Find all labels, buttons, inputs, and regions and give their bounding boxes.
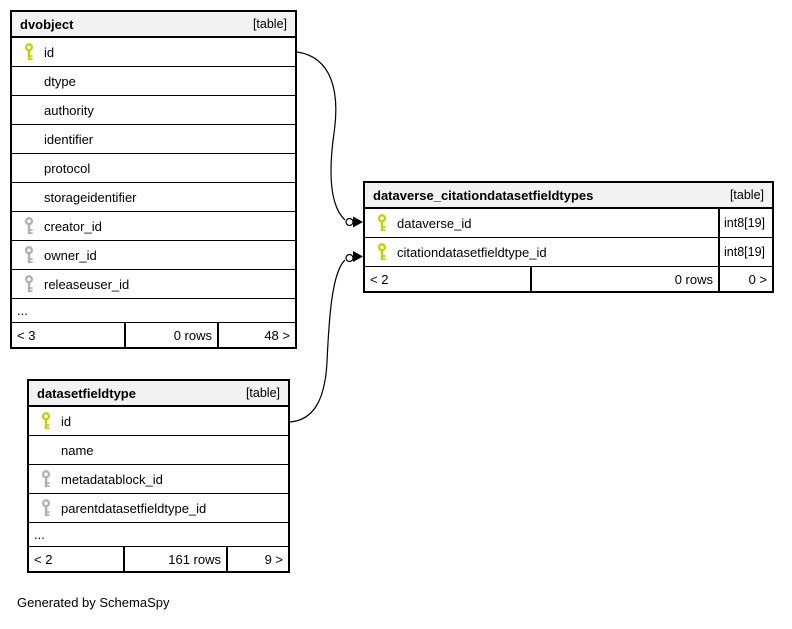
- primary-key-icon: [377, 214, 387, 232]
- foreign-key-icon: [41, 499, 51, 517]
- column-row-name: name: [29, 436, 288, 465]
- generated-by-note: Generated by SchemaSpy: [17, 595, 170, 610]
- column-row-identifier: identifier: [12, 125, 295, 154]
- column-row-authority: authority: [12, 96, 295, 125]
- key-icon-spacer: [24, 159, 34, 177]
- column-row-id: id: [29, 407, 288, 436]
- foreign-key-icon: [24, 246, 34, 264]
- footer-row-count: 0 rows: [532, 267, 720, 291]
- column-label: id: [44, 44, 55, 60]
- table-header[interactable]: datasetfieldtype [table]: [29, 381, 288, 407]
- primary-key-icon: [24, 43, 34, 61]
- column-row-dtype: dtype: [12, 67, 295, 96]
- footer-related-left: < 2: [29, 547, 125, 571]
- footer-row-count: 0 rows: [126, 323, 219, 347]
- column-row-id: id: [12, 38, 295, 67]
- foreign-key-icon: [24, 217, 34, 235]
- column-label: id: [61, 413, 72, 429]
- column-row-protocol: protocol: [12, 154, 295, 183]
- column-label: identifier: [44, 131, 94, 147]
- column-row-storageidentifier: storageidentifier: [12, 183, 295, 212]
- primary-key-icon: [41, 412, 51, 430]
- column-label: name: [61, 442, 94, 458]
- column-label: releaseuser_id: [44, 276, 130, 292]
- relationship-connector-datasetfieldtype-to-dataverse: [289, 251, 363, 423]
- column-label: citationdatasetfieldtype_id: [397, 244, 547, 260]
- column-row-releaseuser_id: releaseuser_id: [12, 270, 295, 299]
- column-label: owner_id: [44, 247, 97, 263]
- key-icon-spacer: [24, 188, 34, 206]
- table-type-tag: [table]: [729, 188, 764, 202]
- table-header[interactable]: dvobject [table]: [12, 12, 295, 38]
- table-name: dvobject: [20, 16, 74, 32]
- table-datasetfieldtype: datasetfieldtype [table] id name metadatablo…: [27, 379, 290, 573]
- column-row-creator_id: creator_id: [12, 212, 295, 241]
- footer-related-right: 9 >: [264, 551, 283, 567]
- table-name: dataverse_citationdatasetfieldtypes: [373, 187, 594, 203]
- relationship-connector-dvobject-to-dataverse: [296, 51, 363, 228]
- hidden-columns-ellipsis: ...: [12, 299, 295, 323]
- key-icon-spacer: [41, 441, 51, 459]
- table-type-tag: [table]: [252, 17, 287, 31]
- footer-related-right: 48 >: [264, 327, 290, 343]
- foreign-key-icon: [24, 275, 34, 293]
- table-dataverse_citationdatasetfieldtypes: dataverse_citationdatasetfieldtypes [tabl…: [363, 181, 774, 293]
- footer-related-left: < 3: [12, 323, 126, 347]
- key-icon-spacer: [24, 101, 34, 119]
- key-icon-spacer: [24, 72, 34, 90]
- column-row-dataverse_id: dataverse_id int8[19]: [365, 209, 772, 238]
- column-label: metadatablock_id: [61, 471, 163, 487]
- primary-key-icon: [377, 243, 387, 261]
- table-dvobject: dvobject [table] id dtype authority identifie…: [10, 10, 297, 349]
- column-row-metadatablock_id: metadatablock_id: [29, 465, 288, 494]
- footer-related-right: 0 >: [748, 271, 767, 287]
- column-label: dtype: [44, 73, 76, 89]
- table-type-tag: [table]: [245, 386, 280, 400]
- hidden-columns-ellipsis: ...: [29, 523, 288, 547]
- footer-row-count: 161 rows: [125, 547, 228, 571]
- column-label: parentdatasetfieldtype_id: [61, 500, 207, 516]
- key-icon-spacer: [24, 130, 34, 148]
- table-header[interactable]: dataverse_citationdatasetfieldtypes [tabl…: [365, 183, 772, 209]
- column-label: authority: [44, 102, 94, 118]
- column-type: int8[19]: [718, 209, 772, 237]
- column-type: int8[19]: [718, 238, 772, 266]
- footer-related-left: < 2: [365, 267, 532, 291]
- column-label: protocol: [44, 160, 91, 176]
- column-label: dataverse_id: [397, 215, 472, 231]
- column-row-citationdatasetfieldtype_id: citationdatasetfieldtype_id int8[19]: [365, 238, 772, 267]
- foreign-key-icon: [41, 470, 51, 488]
- column-row-parentdatasetfieldtype_id: parentdatasetfieldtype_id: [29, 494, 288, 523]
- column-label: creator_id: [44, 218, 102, 234]
- column-row-owner_id: owner_id: [12, 241, 295, 270]
- table-name: datasetfieldtype: [37, 385, 136, 401]
- column-label: storageidentifier: [44, 189, 137, 205]
